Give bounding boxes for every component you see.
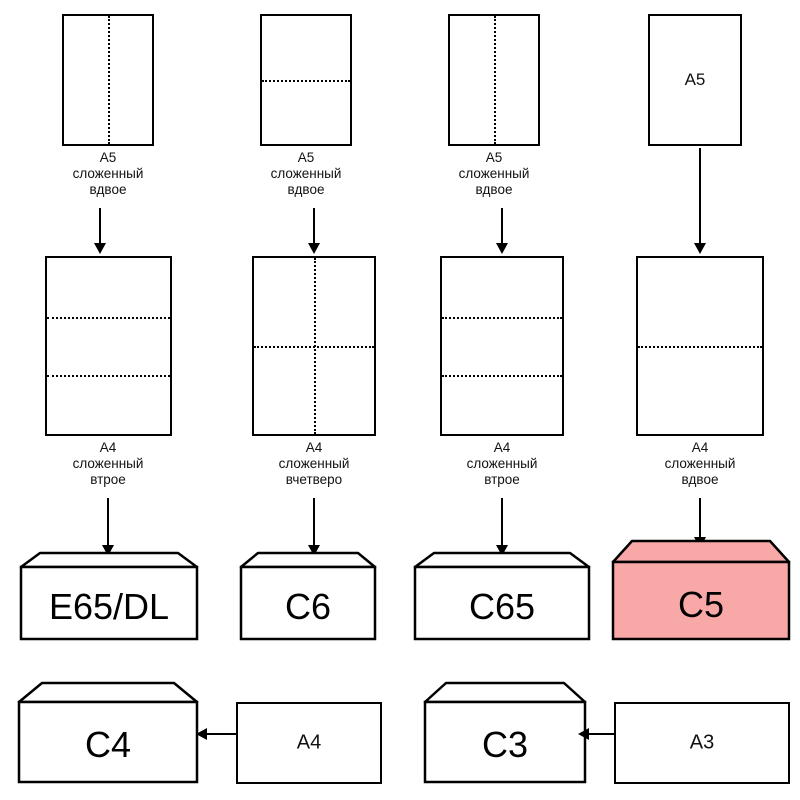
caption-col2-top: A5 сложенный вдвое (270, 150, 342, 197)
fold-line-vertical (494, 16, 496, 144)
sheet-inner-label: A5 (684, 70, 706, 89)
sheet-a4-col3 (440, 256, 564, 436)
envelope-c5[interactable]: C5 (610, 538, 792, 642)
arrow-col2-a5-to-a4 (302, 208, 326, 254)
arrow-col3-a4-to-envelope (490, 498, 514, 556)
caption-col4-mid: A4 сложенный вдвое (664, 440, 736, 487)
envelope-c65[interactable]: C65 (412, 550, 592, 642)
arrow-col1-a5-to-a4 (88, 208, 112, 254)
fold-line-vertical (314, 258, 316, 434)
sheet-a4-bottom: A4 (236, 702, 382, 784)
fold-line-horizontal-upper (442, 316, 562, 319)
arrow-col4-a5-to-a4 (688, 148, 712, 254)
fold-line-horizontal (262, 80, 350, 82)
sheet-inner-label: A4 (296, 731, 322, 754)
sheet-a5-col3 (448, 14, 540, 146)
fold-line-horizontal-lower (442, 375, 562, 378)
envelope-c6[interactable]: C6 (238, 550, 378, 642)
sheet-a4-col1 (45, 256, 172, 436)
arrow-a4-to-c4 (196, 723, 238, 745)
envelope-label: C3 (481, 724, 529, 765)
sheet-a3-bottom: A3 (614, 702, 790, 784)
fold-line-vertical (108, 16, 110, 144)
caption-col2-mid: A4 сложенный вчетверо (278, 440, 350, 487)
sheet-a5-col4: A5 (648, 14, 742, 146)
sheet-a5-col2 (260, 14, 352, 146)
envelope-label: C4 (84, 724, 132, 765)
caption-col1-top: A5 сложенный вдвое (72, 150, 144, 197)
arrow-col3-a5-to-a4 (490, 208, 514, 254)
fold-line-horizontal-lower (47, 375, 170, 378)
sheet-inner-label: A3 (689, 731, 715, 754)
envelope-e65-dl[interactable]: E65/DL (18, 550, 200, 642)
arrow-a3-to-c3 (578, 723, 618, 745)
sheet-a4-col4 (636, 256, 764, 436)
envelope-label: C5 (677, 584, 725, 625)
envelope-c4[interactable]: C4 (16, 680, 200, 785)
fold-line-horizontal (638, 346, 762, 348)
caption-col3-top: A5 сложенный вдвое (458, 150, 530, 197)
sheet-a4-col2 (252, 256, 376, 436)
envelope-label: C65 (468, 586, 536, 627)
fold-line-horizontal-upper (47, 316, 170, 319)
envelope-label: E65/DL (48, 586, 170, 627)
sheet-a5-col1 (62, 14, 154, 146)
envelope-label: C6 (284, 586, 332, 627)
caption-col1-mid: A4 сложенный втрое (72, 440, 144, 487)
arrow-col1-a4-to-envelope (96, 498, 120, 556)
caption-col3-mid: A4 сложенный втрое (466, 440, 538, 487)
envelope-c3[interactable]: C3 (422, 680, 588, 785)
arrow-col2-a4-to-envelope (302, 498, 326, 556)
